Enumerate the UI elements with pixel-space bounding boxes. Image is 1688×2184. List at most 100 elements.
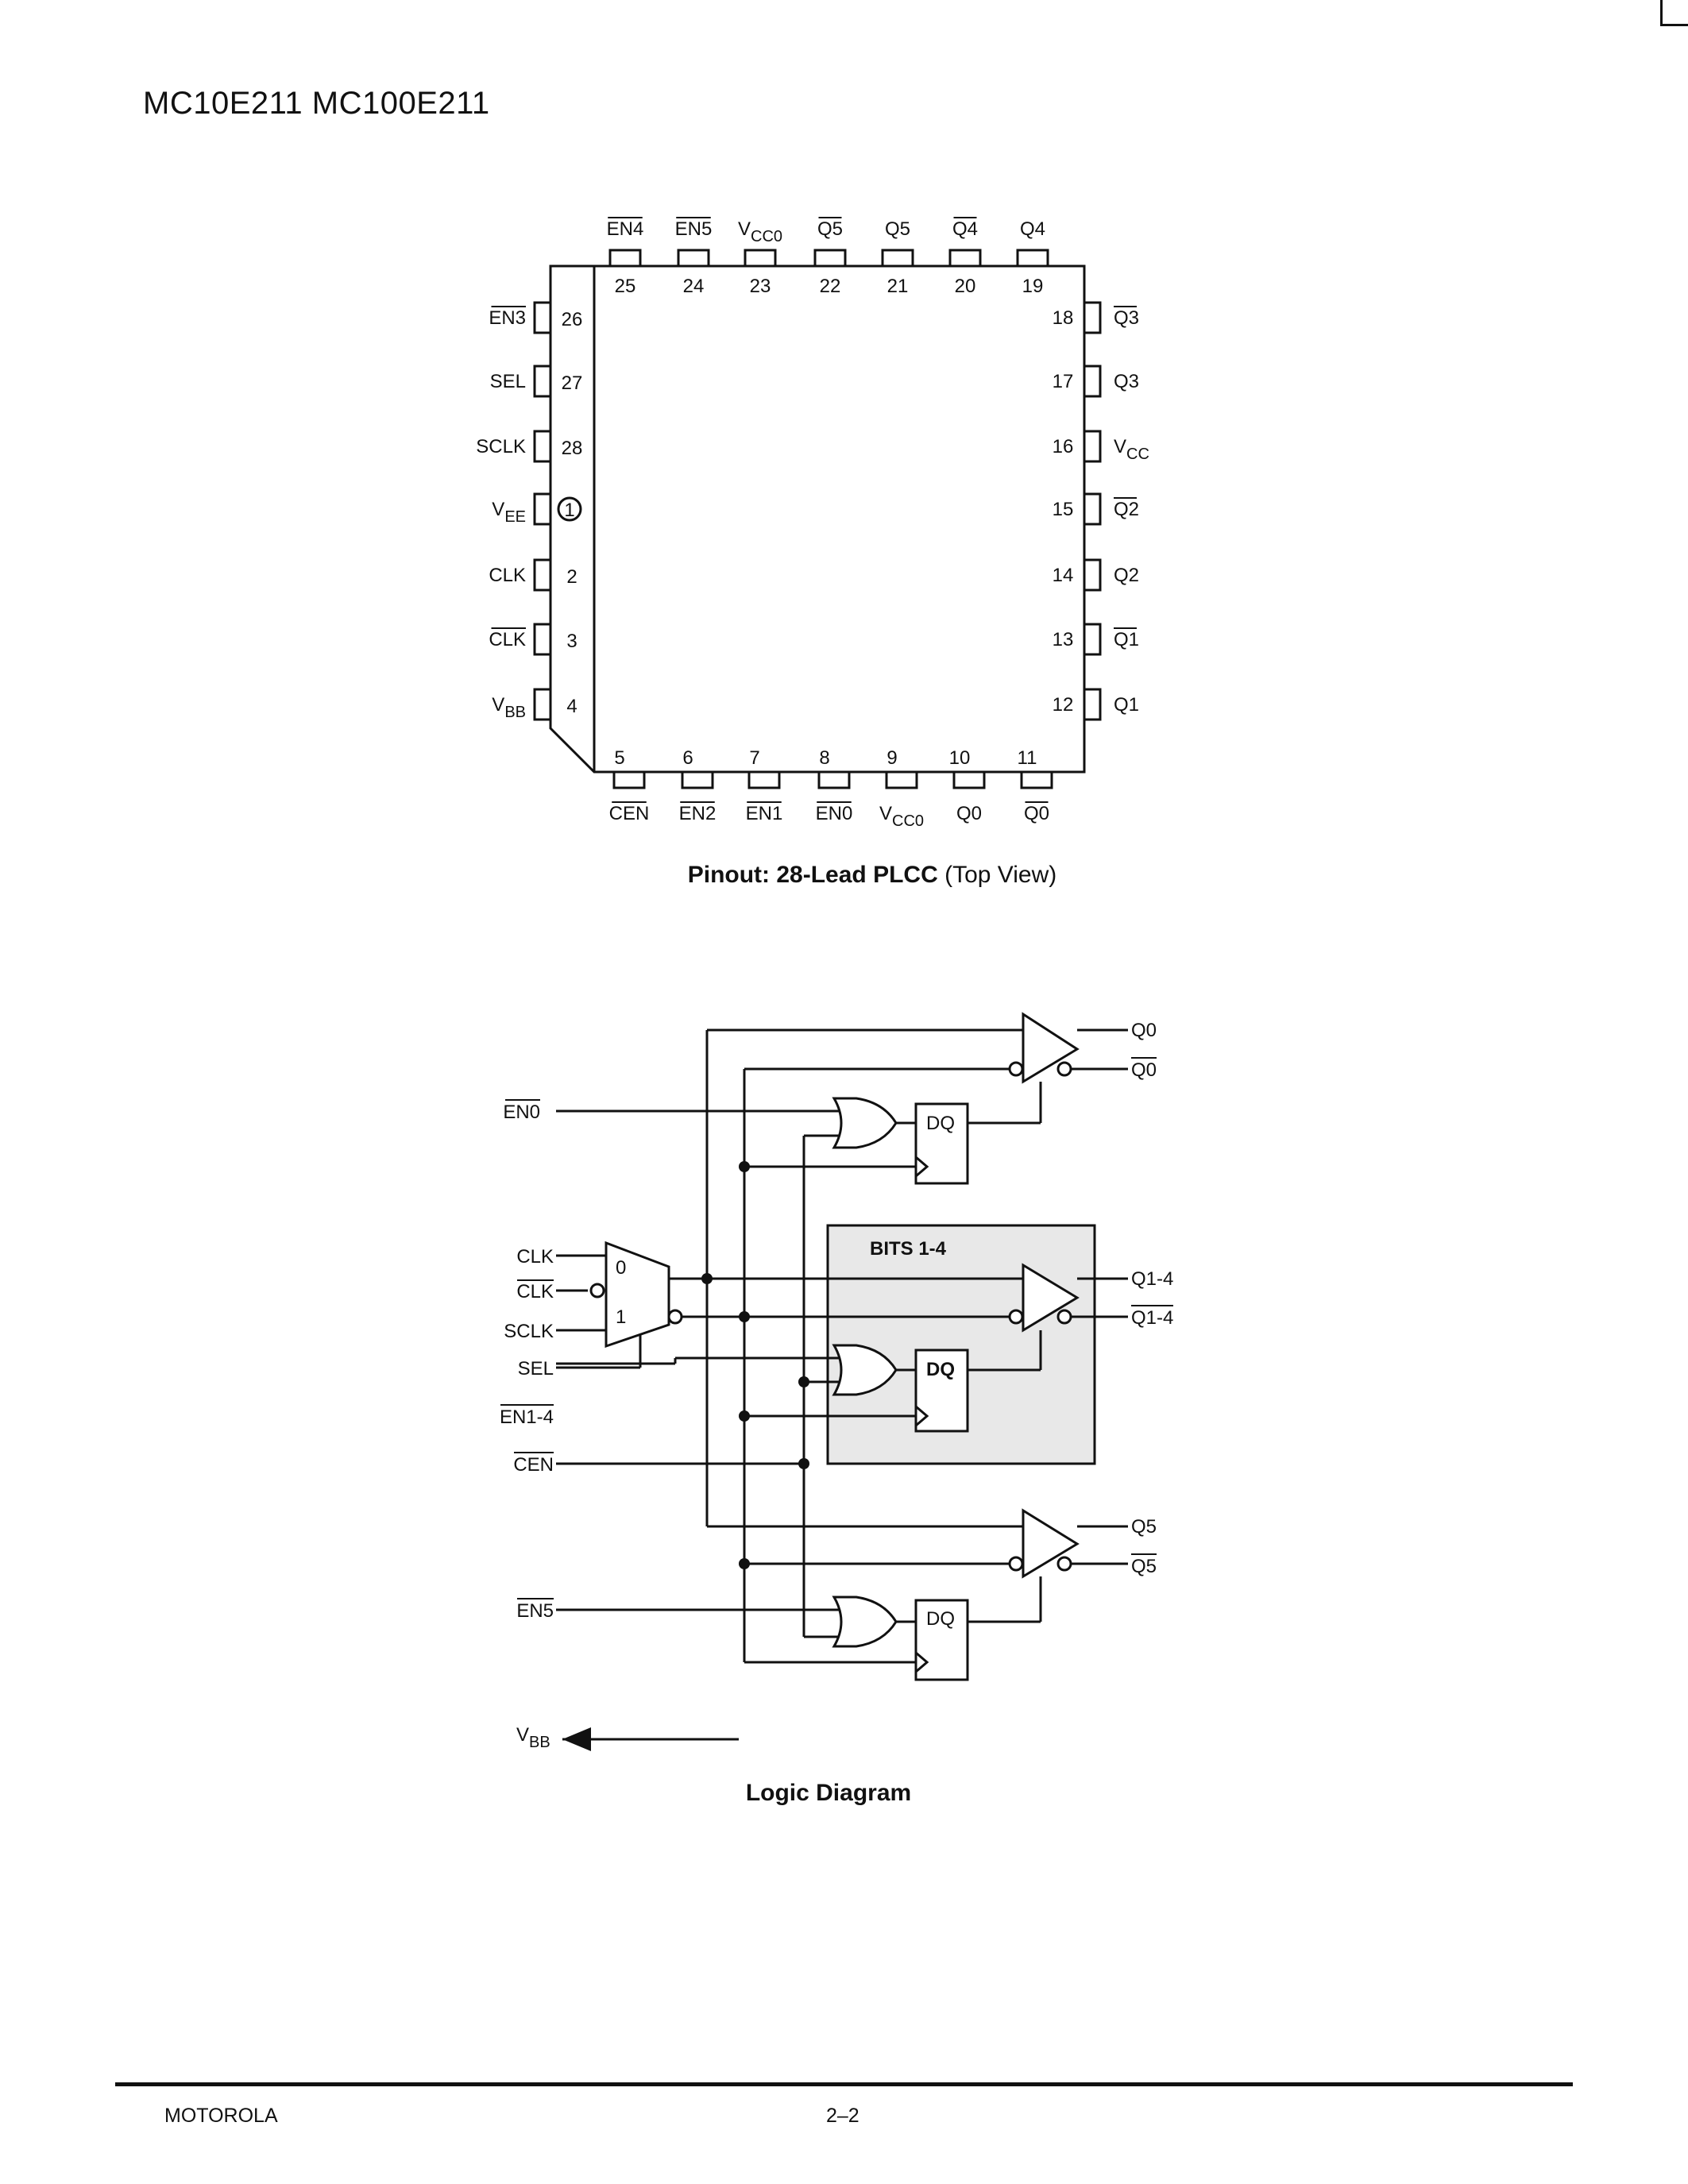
pin-label: CEN bbox=[609, 803, 650, 824]
pin-label: EN2 bbox=[679, 803, 717, 824]
pin-label: VEE bbox=[492, 499, 526, 526]
pin-label: EN1 bbox=[746, 803, 783, 824]
sclk-label: SCLK bbox=[504, 1321, 554, 1342]
pin-label: Q3 bbox=[1114, 307, 1139, 329]
q1-4-bar-label: Q1-4 bbox=[1131, 1307, 1173, 1329]
or-gate-bits1-4 bbox=[832, 1344, 898, 1396]
pinout-caption: Pinout: 28-Lead PLCC (Top View) bbox=[688, 862, 1057, 888]
pin-lead bbox=[533, 688, 552, 721]
pin-lead bbox=[1083, 688, 1102, 721]
logic-diagram-caption: Logic Diagram bbox=[746, 1780, 911, 1806]
vbb-label: VBB bbox=[516, 1724, 550, 1751]
pin-number: 15 bbox=[1053, 499, 1074, 520]
pin-lead bbox=[813, 249, 847, 268]
pinout-caption-bold: Pinout: 28-Lead PLCC bbox=[688, 862, 938, 888]
pin-number: 24 bbox=[683, 276, 705, 297]
pin-number: 16 bbox=[1053, 436, 1074, 457]
dq-label: DQ bbox=[926, 1608, 955, 1630]
pin-lead bbox=[885, 770, 918, 789]
pin-label: Q0 bbox=[956, 803, 982, 824]
pin-number: 5 bbox=[614, 747, 624, 769]
clk-bar-label: CLK bbox=[516, 1281, 554, 1302]
q1-4-label: Q1-4 bbox=[1131, 1268, 1173, 1290]
flip-flop-bits1-4: DQ bbox=[914, 1349, 969, 1433]
dq-label: DQ bbox=[926, 1359, 955, 1380]
pin-number: 1 bbox=[564, 500, 574, 521]
q5-bar-label: Q5 bbox=[1131, 1556, 1157, 1577]
pin-lead bbox=[1083, 365, 1102, 398]
pin-label: Q4 bbox=[952, 218, 978, 240]
pin-label: EN0 bbox=[816, 803, 853, 824]
pin1-marker bbox=[557, 496, 582, 522]
pin-number: 7 bbox=[749, 747, 759, 769]
pin-lead bbox=[744, 249, 777, 268]
pin-label: CLK bbox=[489, 629, 526, 650]
pin-group: EN425EN524VCC023Q522Q521Q420Q419CEN5EN26… bbox=[476, 217, 1149, 830]
pin-lead bbox=[1083, 558, 1102, 592]
pin-lead bbox=[608, 249, 642, 268]
pin-label: Q5 bbox=[817, 218, 843, 240]
crop-mark bbox=[1660, 0, 1688, 26]
pin-number: 4 bbox=[566, 696, 577, 717]
pin-lead bbox=[881, 249, 914, 268]
wires bbox=[556, 1028, 1128, 1751]
pin-label: EN5 bbox=[675, 218, 713, 240]
pin-number: 14 bbox=[1053, 565, 1074, 586]
en5-label: EN5 bbox=[516, 1600, 554, 1622]
pin-lead bbox=[681, 770, 714, 789]
clock-mux: 0 1 bbox=[589, 1241, 683, 1349]
q0-label: Q0 bbox=[1131, 1020, 1157, 1041]
pin-lead bbox=[533, 301, 552, 334]
pin-lead bbox=[1020, 770, 1053, 789]
pin-label: Q2 bbox=[1114, 565, 1139, 586]
pin-number: 28 bbox=[562, 438, 583, 459]
pin-lead bbox=[533, 365, 552, 398]
pin-label: Q4 bbox=[1020, 218, 1045, 240]
svg-text:1: 1 bbox=[616, 1306, 626, 1328]
or-gate-bit0 bbox=[832, 1097, 898, 1149]
pin-label: Q5 bbox=[885, 218, 910, 240]
pin-number: 17 bbox=[1053, 371, 1074, 392]
output-buffer-bits1-4 bbox=[1008, 1263, 1080, 1333]
pin-number: 26 bbox=[562, 309, 583, 330]
pin-lead bbox=[1083, 430, 1102, 463]
en1-4-label: EN1-4 bbox=[500, 1406, 554, 1428]
output-labels: Q0 Q0 Q1-4 Q1-4 Q5 Q5 bbox=[1131, 1020, 1173, 1577]
pin-lead bbox=[533, 430, 552, 463]
pin-lead bbox=[817, 770, 851, 789]
clk-label: CLK bbox=[516, 1246, 554, 1268]
pin-lead bbox=[948, 249, 982, 268]
flip-flop-bit0: DQ bbox=[914, 1102, 969, 1185]
pin-number: 22 bbox=[820, 276, 841, 297]
cen-label: CEN bbox=[513, 1454, 554, 1476]
output-buffer-bit5 bbox=[1008, 1508, 1080, 1579]
footer-page-number: 2–2 bbox=[826, 2105, 859, 2127]
pin-number: 9 bbox=[886, 747, 897, 769]
pin-lead bbox=[1083, 301, 1102, 334]
pin-lead bbox=[1083, 492, 1102, 526]
pin-number: 2 bbox=[566, 566, 577, 588]
pin-lead bbox=[952, 770, 986, 789]
pin-number: 13 bbox=[1053, 629, 1074, 650]
pin-label: VBB bbox=[492, 694, 526, 721]
q0-bar-label: Q0 bbox=[1131, 1059, 1157, 1081]
pin-lead bbox=[533, 558, 552, 592]
pin-lead bbox=[677, 249, 710, 268]
pin-label: Q0 bbox=[1024, 803, 1049, 824]
pin-number: 11 bbox=[1018, 747, 1037, 769]
dq-label: DQ bbox=[926, 1113, 955, 1134]
en0-label: EN0 bbox=[503, 1102, 540, 1123]
pin-label: Q3 bbox=[1114, 371, 1139, 392]
pin-label: EN3 bbox=[489, 307, 526, 329]
pin-number: 23 bbox=[750, 276, 771, 297]
bits-1-4-label: BITS 1-4 bbox=[870, 1238, 947, 1260]
output-buffer-bit0 bbox=[1008, 1012, 1080, 1084]
pin-label: SCLK bbox=[476, 436, 526, 457]
pin-label: Q1 bbox=[1114, 694, 1139, 716]
page-title: MC10E211 MC100E211 bbox=[143, 86, 490, 121]
svg-text:0: 0 bbox=[616, 1257, 626, 1279]
pin-label: VCC bbox=[1114, 436, 1149, 463]
pin-lead bbox=[1083, 623, 1102, 656]
pin-label: VCC0 bbox=[879, 803, 924, 830]
